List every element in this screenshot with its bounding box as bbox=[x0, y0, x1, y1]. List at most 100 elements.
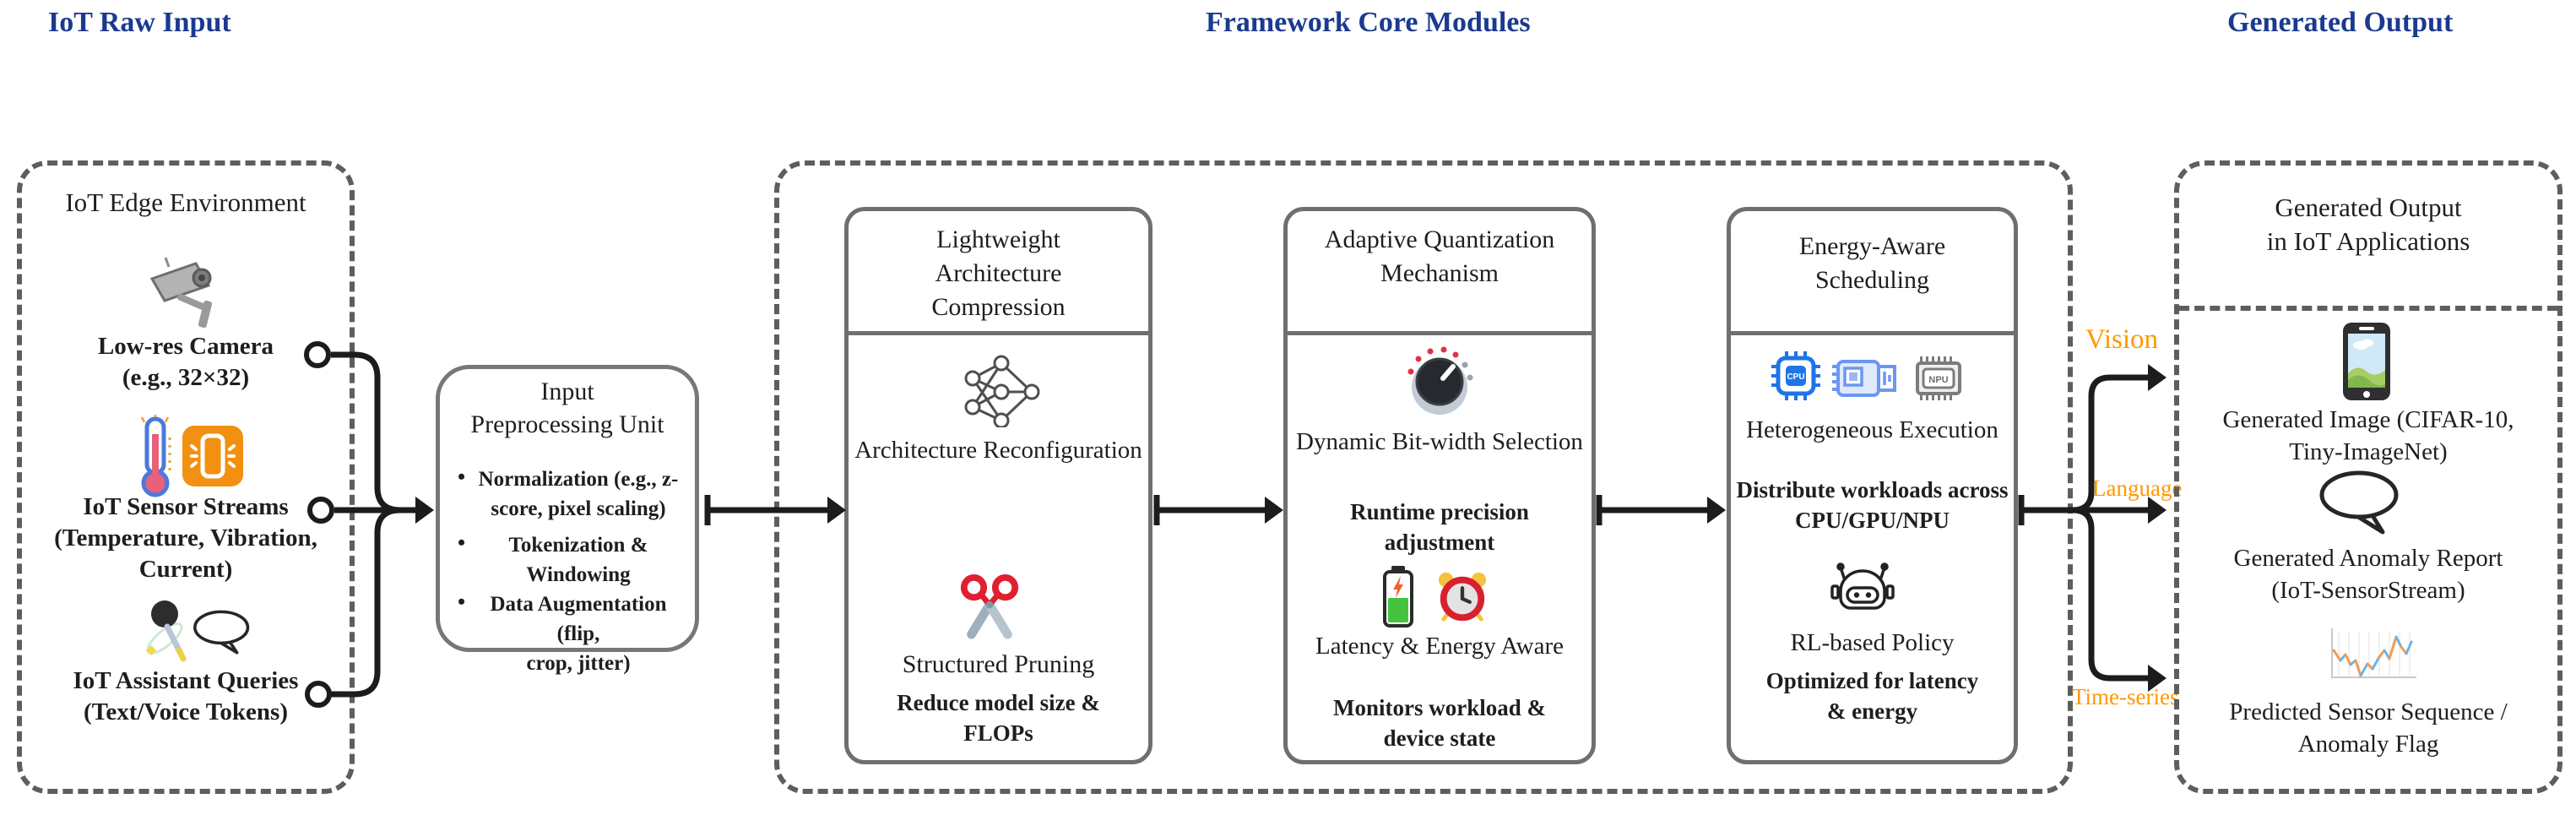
branch-label-vision: Vision bbox=[2085, 324, 2159, 355]
module2-caption-2: Latency & Energy Aware bbox=[1315, 633, 1564, 660]
generated-output-box bbox=[2174, 160, 2562, 794]
assistant-label-line1: IoT Assistant Queries bbox=[73, 667, 299, 694]
connector-dot-camera bbox=[304, 341, 331, 368]
module1-title: Lightweight Architecture Compression bbox=[849, 211, 1148, 335]
framework-core-box bbox=[774, 160, 2073, 794]
output-divider bbox=[2179, 306, 2557, 311]
arrowhead bbox=[1707, 497, 1726, 524]
connector-dot-assistant bbox=[305, 681, 332, 708]
module1-caption-2: Structured Pruning bbox=[902, 650, 1095, 678]
bullet1-line2: score, pixel scaling) bbox=[491, 497, 666, 520]
robot-icon bbox=[1830, 562, 1895, 610]
module1-title-line2: Architecture bbox=[935, 259, 1062, 287]
module2-title: Adaptive Quantization Mechanism bbox=[1288, 211, 1592, 335]
module3-caption-2: RL-based Policy bbox=[1790, 629, 1955, 656]
output-item-report-label: Generated Anomaly Report (IoT-SensorStre… bbox=[2187, 542, 2550, 606]
module1-caption-1: Architecture Reconfiguration bbox=[854, 437, 1142, 464]
preprocessing-bullet-2: Tokenization & Windowing bbox=[469, 530, 687, 590]
arrow-module2-to-module3 bbox=[1596, 495, 1709, 525]
neural-network-icon bbox=[964, 355, 1040, 427]
module3-note1-line2: CPU/GPU/NPU bbox=[1795, 508, 1950, 533]
edge-environment-box bbox=[17, 160, 355, 794]
thermometer-icon bbox=[140, 415, 171, 497]
sensor-label-line3: Current) bbox=[138, 556, 233, 583]
module2-note-2: Monitors workload & device state bbox=[1326, 693, 1554, 753]
npu-chip-label: NPU bbox=[1928, 375, 1948, 385]
speech-bubble-icon bbox=[2319, 470, 2399, 535]
header-framework-core-modules: Framework Core Modules bbox=[1206, 7, 1531, 38]
output-sequence-line2: Anomaly Flag bbox=[2297, 731, 2439, 758]
output-title-line1: Generated Output bbox=[2275, 193, 2462, 222]
smartphone-photo-icon bbox=[2343, 323, 2390, 400]
assistant-label-line2: (Text/Voice Tokens) bbox=[84, 698, 288, 725]
arrowhead bbox=[415, 497, 434, 524]
module2-note2-line2: device state bbox=[1383, 725, 1496, 751]
output-image-line2: Tiny-ImageNet) bbox=[2289, 438, 2448, 465]
preprocessing-box bbox=[436, 365, 699, 652]
header-iot-raw-input: IoT Raw Input bbox=[48, 7, 231, 38]
arrowhead bbox=[1265, 497, 1283, 524]
module3-title: Energy-Aware Scheduling bbox=[1731, 211, 2014, 335]
module2-note1-line1: Runtime precision bbox=[1350, 499, 1529, 524]
module2-title-line2: Mechanism bbox=[1380, 259, 1499, 287]
camera-label-line2: (e.g., 32×32) bbox=[122, 364, 250, 391]
branch-label-language: Language bbox=[2092, 475, 2183, 501]
output-title-line2: in IoT Applications bbox=[2266, 226, 2470, 256]
alarm-clock-icon bbox=[1438, 572, 1487, 622]
cpu-chip-icon: CPU bbox=[1771, 351, 1820, 400]
bullet1-line1: Normalization (e.g., z- bbox=[478, 468, 679, 491]
line-chart-icon bbox=[2331, 628, 2416, 678]
output-report-line2: (IoT-SensorStream) bbox=[2271, 577, 2465, 604]
branch-label-time-series: Time-series bbox=[2072, 684, 2179, 709]
module1-title-line3: Compression bbox=[931, 293, 1066, 321]
gpu-chip-icon bbox=[1832, 360, 1896, 397]
module3-caption-1: Heterogeneous Execution bbox=[1746, 416, 1998, 443]
sensor-label-line2: (Temperature, Vibration, bbox=[54, 524, 317, 551]
edge-item-assistant-label: IoT Assistant Queries (Text/Voice Tokens… bbox=[38, 666, 334, 728]
preprocessing-title-line1: Input bbox=[540, 378, 594, 405]
module-adaptive-quantization: Adaptive Quantization Mechanism bbox=[1283, 207, 1596, 764]
module3-note-1: Distribute workloads across CPU/GPU/NPU bbox=[1735, 475, 2009, 535]
module2-title-line1: Adaptive Quantization bbox=[1324, 225, 1555, 253]
bullet2-line2: Windowing bbox=[526, 563, 631, 586]
sensor-label-line1: IoT Sensor Streams bbox=[83, 493, 289, 520]
cctv-camera-icon bbox=[149, 257, 213, 329]
camera-label-line1: Low-res Camera bbox=[97, 333, 274, 360]
bullet3-line2: crop, jitter) bbox=[526, 652, 631, 675]
branch-timeseries-line bbox=[2072, 507, 2148, 682]
output-image-line1: Generated Image (CIFAR-10, bbox=[2222, 406, 2514, 433]
arrow-preproc-to-framework bbox=[704, 495, 829, 525]
preprocessing-title: Input Preprocessing Unit bbox=[444, 375, 691, 441]
arrowheads bbox=[415, 364, 2167, 692]
microphone-icon bbox=[146, 600, 187, 662]
module2-note-1: Runtime precision adjustment bbox=[1338, 497, 1541, 557]
preprocessing-title-line2: Preprocessing Unit bbox=[470, 410, 664, 438]
merge-line-assistant bbox=[331, 507, 406, 698]
module3-title-line1: Energy-Aware bbox=[1798, 232, 1946, 260]
edge-item-sensor-label: IoT Sensor Streams (Temperature, Vibrati… bbox=[25, 492, 346, 585]
bullet-dot: • bbox=[458, 530, 466, 555]
bullet-dot: • bbox=[458, 465, 466, 489]
battery-icon bbox=[1383, 566, 1413, 628]
arrowhead bbox=[2148, 364, 2167, 391]
module1-title-line1: Lightweight bbox=[936, 225, 1060, 253]
edge-environment-title: IoT Edge Environment bbox=[65, 187, 306, 217]
output-sequence-line1: Predicted Sensor Sequence / bbox=[2229, 698, 2508, 725]
preprocessing-bullet-1: Normalization (e.g., z- score, pixel sca… bbox=[469, 465, 687, 524]
merge-line-camera bbox=[331, 351, 406, 513]
module2-note1-line2: adjustment bbox=[1384, 530, 1495, 555]
control-knob-icon bbox=[1407, 346, 1473, 415]
module3-note-2: Optimized for latency & energy bbox=[1756, 666, 1988, 726]
npu-chip-icon: NPU bbox=[1916, 356, 1961, 400]
module-lightweight-compression: Lightweight Architecture Compression bbox=[844, 207, 1152, 764]
header-generated-output: Generated Output bbox=[2227, 7, 2454, 38]
module3-title-line2: Scheduling bbox=[1815, 266, 1929, 294]
arrow-module1-to-module2 bbox=[1153, 495, 1266, 525]
module2-caption-1: Dynamic Bit-width Selection bbox=[1296, 428, 1583, 455]
